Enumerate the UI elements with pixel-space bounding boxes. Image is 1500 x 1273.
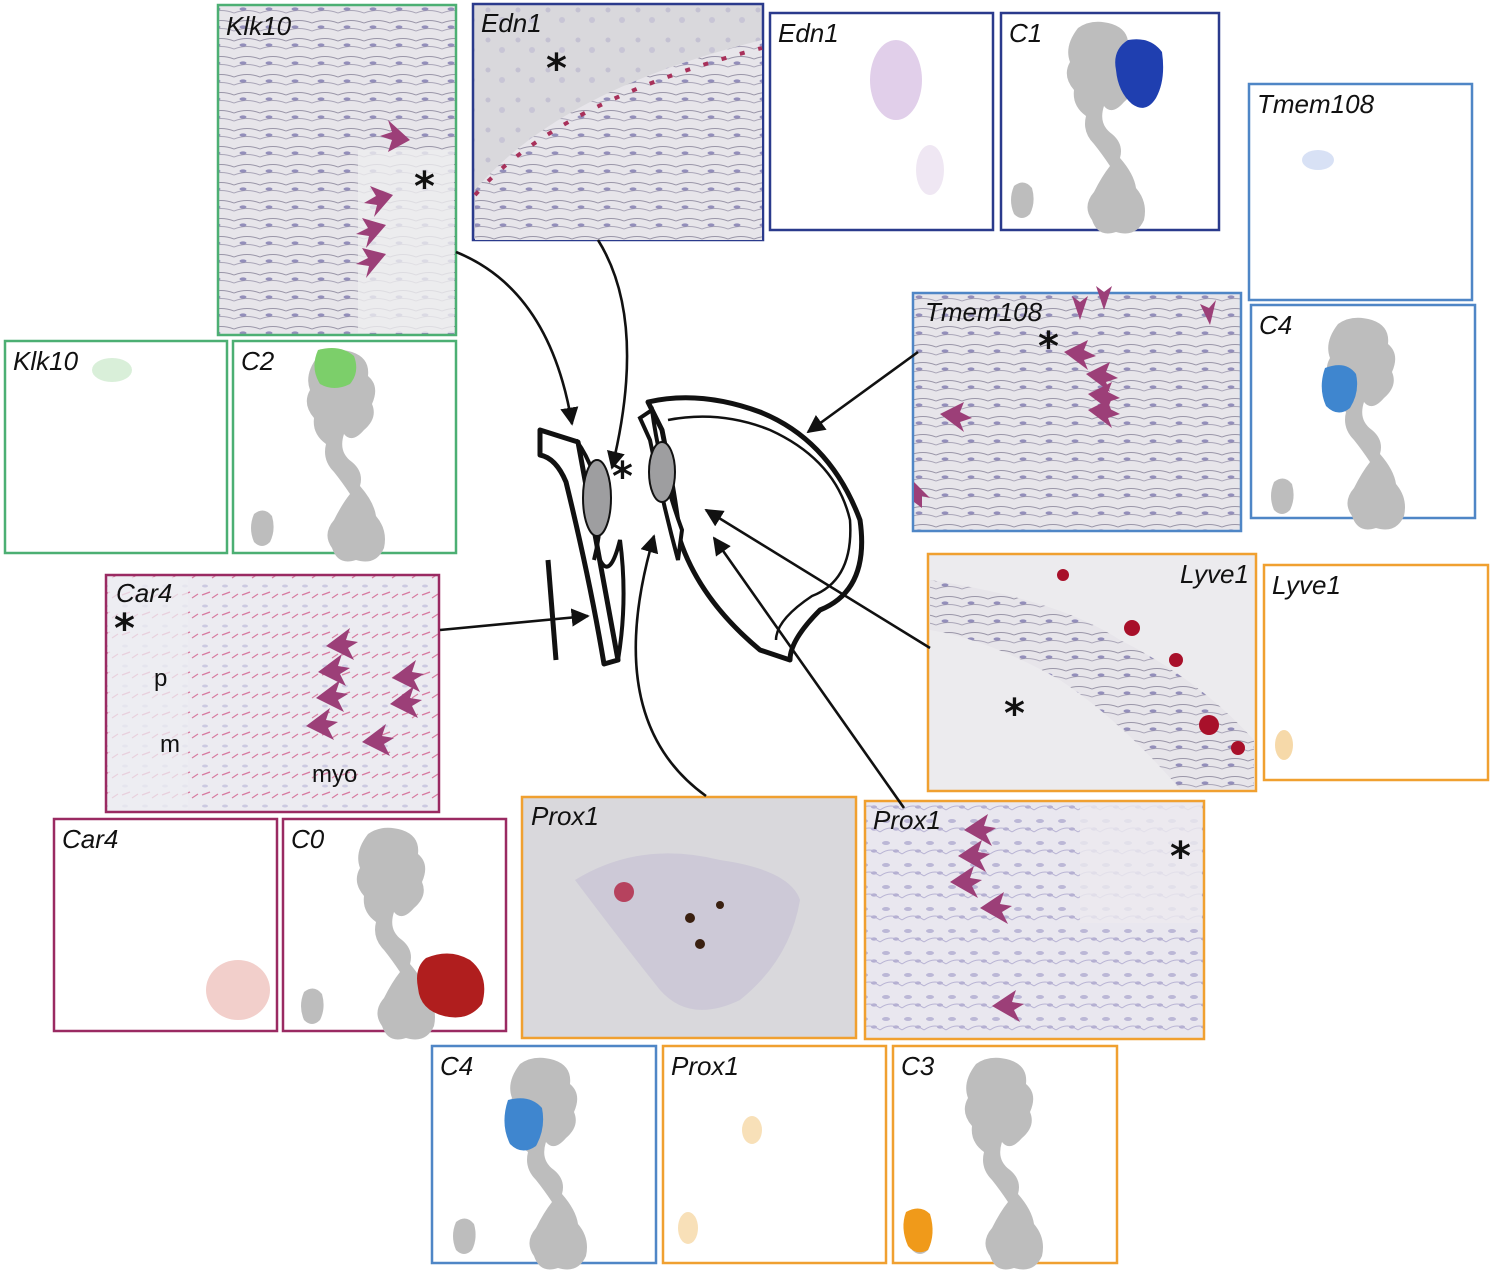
- edn1-umap-panel: Edn1: [768, 11, 995, 232]
- panel-label: C0: [291, 824, 325, 854]
- prox1-histology-right-panel: Prox1 *: [863, 799, 1206, 1041]
- lyve1-stain-spots: [1057, 569, 1245, 755]
- panel-label: C3: [901, 1051, 935, 1081]
- leaflet-left: [582, 459, 612, 537]
- connector-edn1: [596, 239, 629, 470]
- connector-klk10: [455, 250, 579, 426]
- c4-umap-right-panel: C4: [1249, 303, 1477, 530]
- car4-histology-panel: Car4 * p m myo: [104, 573, 441, 814]
- connector-car4: [439, 608, 590, 632]
- lyve1-histology-panel: Lyve1 *: [926, 552, 1258, 793]
- panel-label: Edn1: [778, 18, 839, 48]
- c4-umap-bottom-panel: C4: [430, 1044, 658, 1270]
- lumen-asterisk: *: [1170, 834, 1191, 880]
- stain-arrow-icon: [306, 628, 424, 756]
- lumen-asterisk: *: [114, 606, 135, 652]
- c3-umap-panel: C3: [891, 1044, 1119, 1270]
- tmem108-histology-panel: Tmem108 *: [911, 286, 1243, 533]
- c1-umap-panel: C1: [999, 11, 1221, 234]
- klk10-histology-panel: Klk10 *: [216, 3, 458, 337]
- stain-arrow-icon: [914, 286, 1216, 508]
- klk10-umap-panel: Klk10: [3, 339, 229, 555]
- lumen-asterisk: *: [546, 46, 567, 92]
- layer-label-p: p: [154, 665, 167, 692]
- edn1-histology-panel: Edn1 *: [471, 2, 765, 242]
- panel-label: C4: [440, 1051, 473, 1081]
- connector-lyve1: [704, 508, 931, 650]
- lumen-asterisk: *: [1038, 324, 1059, 370]
- tmem108-umap-panel: Tmem108: [1247, 82, 1474, 302]
- panel-label: Prox1: [873, 805, 941, 835]
- stain-arrow-icon: [950, 814, 1024, 1022]
- panel-label: C1: [1009, 18, 1042, 48]
- panel-label: Car4: [116, 578, 172, 608]
- panel-label: Lyve1: [1272, 570, 1341, 600]
- panel-label: C4: [1259, 310, 1292, 340]
- panel-label: Edn1: [481, 8, 542, 38]
- panel-label: Prox1: [531, 801, 599, 831]
- layer-label-m: m: [160, 731, 180, 758]
- panel-label: C2: [241, 346, 275, 376]
- c2-umap-panel: C2: [231, 339, 458, 562]
- panel-label: Lyve1: [1180, 559, 1249, 589]
- connector-prox1-left: [634, 534, 707, 798]
- c0-umap-panel: C0: [281, 817, 508, 1040]
- connector-tmem108: [806, 350, 919, 434]
- layer-label-myo: myo: [312, 761, 357, 788]
- leaflet-right: [648, 441, 676, 503]
- lumen-asterisk: *: [414, 164, 435, 210]
- car4-umap-panel: Car4: [52, 817, 279, 1033]
- panel-label: Tmem108: [925, 297, 1043, 327]
- panel-label: Klk10: [13, 346, 79, 376]
- valve-schematic: *: [537, 395, 865, 667]
- panel-label: Car4: [62, 824, 118, 854]
- connector-arrows: [439, 239, 931, 809]
- panel-label: Klk10: [226, 11, 292, 41]
- connector-prox1-right: [712, 536, 906, 809]
- prox1-umap-panel: Prox1: [661, 1044, 888, 1265]
- lumen-asterisk: *: [612, 454, 633, 500]
- prox1-histology-left-panel: Prox1: [520, 795, 858, 1040]
- lyve1-umap-panel: Lyve1: [1262, 563, 1490, 782]
- stain-arrow-icon: [356, 120, 410, 278]
- lumen-asterisk: *: [1004, 691, 1025, 737]
- panel-label: Tmem108: [1257, 89, 1375, 119]
- panel-label: Prox1: [671, 1051, 739, 1081]
